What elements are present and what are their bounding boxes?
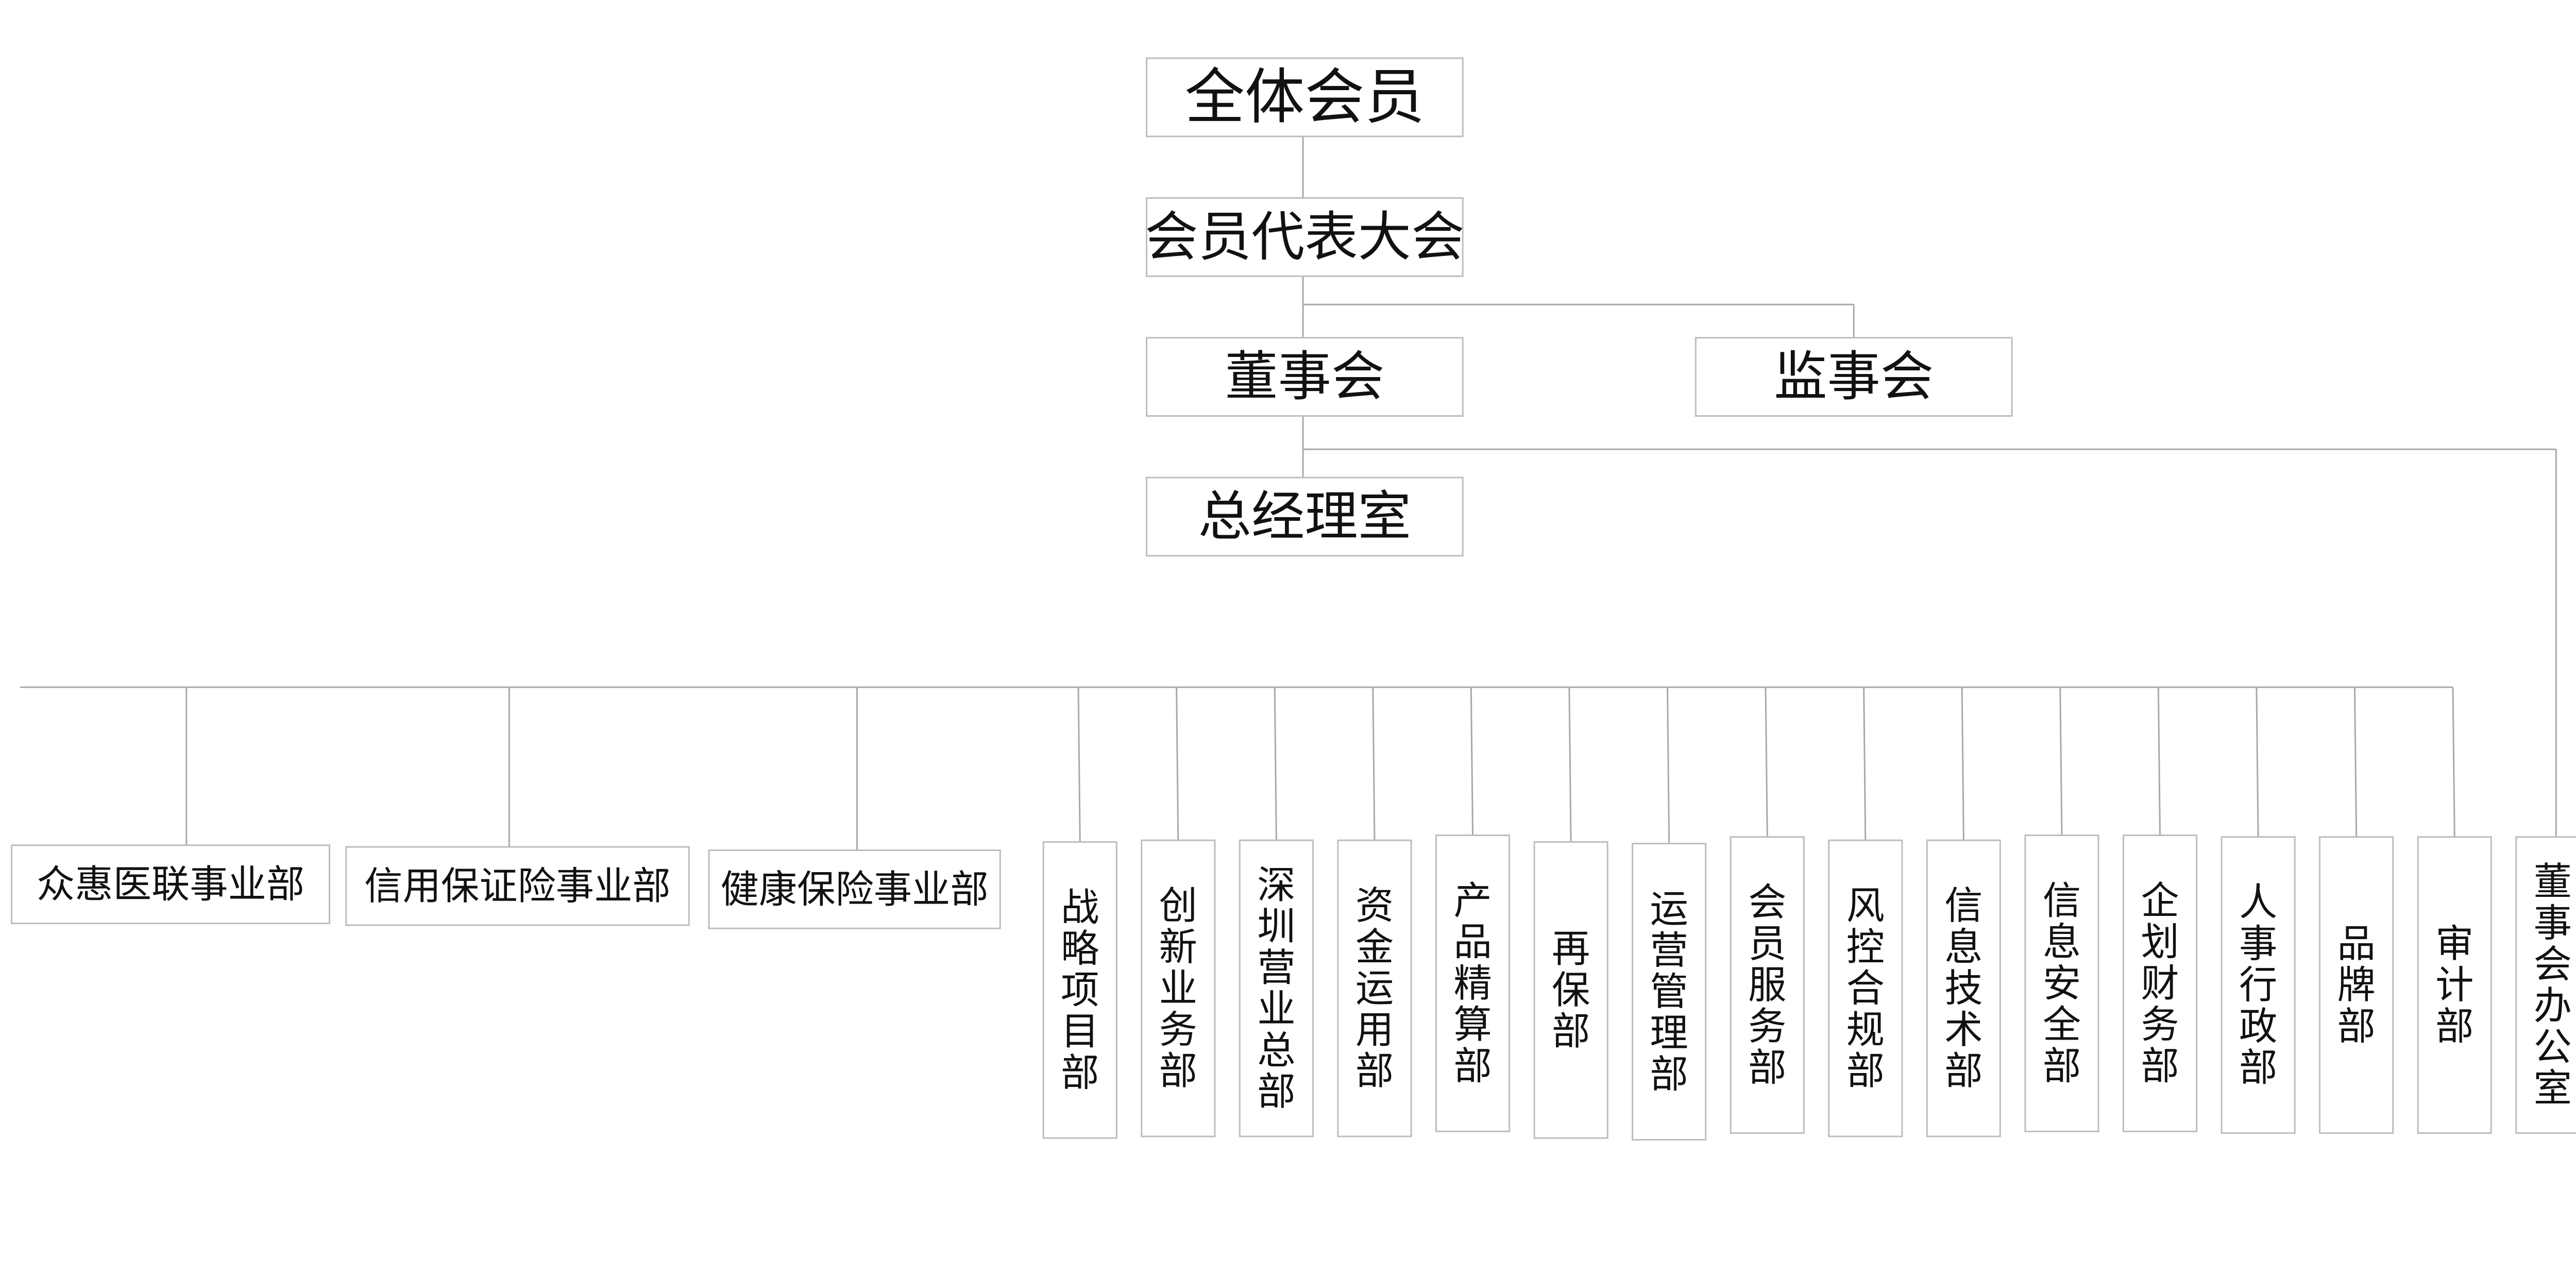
- node-all-members: 全体会员: [1146, 57, 1464, 138]
- node-box: [1632, 843, 1707, 1141]
- node-label: 审计部: [2435, 921, 2473, 1049]
- node-health-insurance: 健康保险事业部: [708, 849, 1001, 929]
- node-brand: 品牌部: [2319, 836, 2394, 1134]
- edge-bus-shenzhen-sales: [1274, 687, 1277, 841]
- edge-bus-innovation: [1176, 687, 1179, 841]
- node-box: [1146, 337, 1464, 417]
- node-zhonghui: 众惠医联事业部: [11, 844, 331, 925]
- node-credit-guarantee: 信用保证险事业部: [345, 846, 690, 926]
- node-info-security: 信息安全部: [2024, 835, 2099, 1132]
- node-audit: 审计部: [2417, 836, 2492, 1134]
- node-label: 会员服务部: [1748, 880, 1786, 1090]
- node-box: [1828, 839, 1903, 1137]
- edge-bus-hr-admin: [2256, 687, 2259, 837]
- node-label: 深圳营业总部: [1257, 863, 1295, 1114]
- node-label: 企划财务部: [2141, 878, 2179, 1088]
- node-box: [1146, 477, 1464, 557]
- node-hr-admin: 人事行政部: [2221, 836, 2296, 1134]
- node-box: [2123, 835, 2198, 1132]
- node-box: [1926, 839, 2001, 1137]
- node-shenzhen-sales: 深圳营业总部: [1239, 839, 1314, 1137]
- node-member-service: 会员服务部: [1730, 836, 1805, 1134]
- node-box: [2417, 836, 2492, 1134]
- node-box: [2221, 836, 2296, 1134]
- node-box: [2024, 835, 2099, 1132]
- node-box: [1239, 839, 1314, 1137]
- node-fund-use: 资金运用部: [1337, 839, 1412, 1137]
- node-label: 战略项目部: [1061, 885, 1099, 1095]
- edge-bus-it: [1961, 687, 1964, 841]
- node-strategy: 战略项目部: [1042, 841, 1117, 1139]
- edge-bus-strategy: [1077, 687, 1081, 842]
- node-box: [1533, 841, 1608, 1139]
- node-label: 信息技术部: [1944, 883, 1982, 1094]
- node-label: 健康保险事业部: [721, 867, 989, 912]
- node-label: 人事行政部: [2239, 880, 2277, 1090]
- node-board-office: 董事会办公室: [2515, 836, 2576, 1134]
- node-label: 众惠医联事业部: [37, 862, 304, 907]
- node-box: [1146, 197, 1464, 277]
- node-label: 董事会办公室: [2534, 859, 2572, 1111]
- node-label: 信息安全部: [2043, 878, 2081, 1088]
- node-label: 创新业务部: [1159, 883, 1197, 1094]
- edge-bus-risk-compliance: [1863, 687, 1867, 841]
- node-label: 信用保证险事业部: [364, 864, 670, 909]
- node-box: [1435, 835, 1511, 1132]
- node-label: 风控合规部: [1846, 883, 1885, 1094]
- edge-bus-brand: [2353, 687, 2358, 837]
- node-board: 董事会: [1146, 337, 1464, 417]
- node-label: 资金运用部: [1355, 883, 1394, 1094]
- node-label: 全体会员: [1185, 63, 1425, 132]
- node-reinsurance: 再保部: [1533, 841, 1608, 1139]
- node-operations: 运营管理部: [1632, 843, 1707, 1141]
- node-box: [1146, 57, 1464, 138]
- node-innovation: 创新业务部: [1141, 839, 1216, 1137]
- node-actuarial: 产品精算部: [1435, 835, 1511, 1132]
- edge-bus-audit: [2452, 687, 2455, 837]
- node-box: [2515, 836, 2576, 1134]
- node-gm-office: 总经理室: [1146, 477, 1464, 557]
- node-box: [1042, 841, 1117, 1139]
- node-label: 会员代表大会: [1145, 206, 1464, 268]
- node-box: [345, 846, 690, 926]
- node-box: [1337, 839, 1412, 1137]
- node-box: [11, 844, 331, 925]
- edge-bus-operations: [1667, 687, 1670, 844]
- node-label: 再保部: [1552, 926, 1590, 1054]
- node-it: 信息技术部: [1926, 839, 2001, 1137]
- node-label: 产品精算部: [1453, 878, 1492, 1088]
- node-box: [708, 849, 1001, 929]
- node-member-congress: 会员代表大会: [1145, 197, 1464, 277]
- node-box: [1694, 337, 2013, 417]
- node-label: 运营管理部: [1650, 887, 1688, 1097]
- node-planning-finance: 企划财务部: [2123, 835, 2198, 1132]
- node-label: 总经理室: [1198, 486, 1412, 548]
- edge-bus-fund-use: [1372, 687, 1376, 841]
- node-supervisory-board: 监事会: [1694, 337, 2013, 417]
- node-risk-compliance: 风控合规部: [1828, 839, 1903, 1137]
- node-label: 董事会: [1225, 346, 1384, 408]
- edge-bus-actuarial: [1470, 687, 1474, 836]
- edge-bus-info-security: [2059, 687, 2063, 836]
- node-box: [1730, 836, 1805, 1134]
- edge-bus-planning-finance: [2157, 687, 2161, 836]
- node-label: 监事会: [1774, 346, 1934, 408]
- node-box: [1141, 839, 1216, 1137]
- edge-bus-reinsurance: [1568, 687, 1572, 842]
- edge-bus-member-service: [1765, 687, 1768, 837]
- node-label: 品牌部: [2337, 921, 2376, 1049]
- node-box: [2319, 836, 2394, 1134]
- org-chart-connectors: [20, 136, 2557, 850]
